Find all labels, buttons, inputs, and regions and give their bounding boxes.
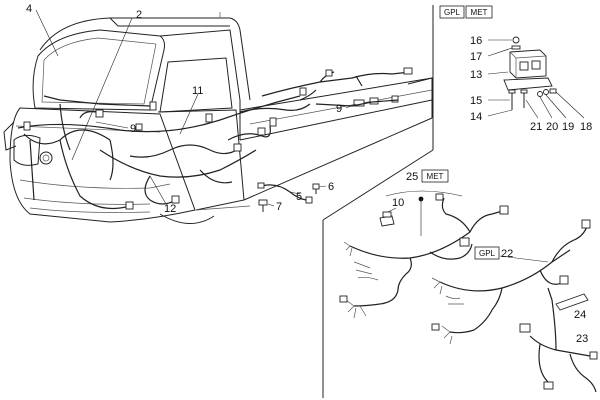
gpl-tag-22-text: GPL: [479, 249, 496, 258]
callout-13: 13: [470, 69, 482, 81]
callout-23: 23: [576, 333, 588, 345]
met-tag-inset-text: MET: [471, 8, 488, 17]
vehicle-leaders: [35, 9, 357, 207]
harness-22-gpl: GPL: [431, 219, 591, 345]
callout-20: 20: [546, 121, 558, 133]
met-tag-inset: [465, 5, 493, 19]
callout-12: 12: [164, 203, 176, 215]
relay-inset: GPL MET: [439, 5, 585, 119]
callout-18: 18: [580, 121, 592, 133]
callout-19: 19: [562, 121, 574, 133]
gpl-tag-22: [474, 246, 500, 260]
callout-17: 17: [470, 51, 482, 63]
callout-22: 22: [501, 248, 513, 260]
vehicle-cab: [3, 12, 433, 224]
callout-11: 11: [192, 85, 203, 97]
callout-21: 21: [530, 121, 542, 133]
main-harness: [17, 67, 413, 210]
gpl-tag-inset: [439, 5, 465, 19]
gpl-tag-inset-text: GPL: [444, 8, 461, 17]
callout-14: 14: [470, 111, 482, 123]
callout-5: 5: [296, 191, 302, 203]
loose-parts-5-6-7: [257, 182, 320, 212]
callout-6: 6: [328, 181, 334, 193]
callout-10: 10: [392, 197, 404, 209]
harness-25-met: MET: [339, 169, 509, 319]
callout-4: 4: [26, 3, 32, 15]
callout-16: 16: [470, 35, 482, 47]
part-24-23: [519, 287, 598, 393]
callout-7: 7: [276, 201, 282, 213]
met-tag-25: [421, 169, 449, 183]
met-tag-25-text: MET: [427, 172, 444, 181]
callout-9-left: 9: [130, 123, 136, 135]
callout-2: 2: [136, 9, 142, 21]
callout-labels: 4 2 11 9 9 12 5 6 7 16 17 13 15 14 21 20…: [26, 3, 592, 345]
callout-25: 25: [406, 171, 418, 183]
callout-15: 15: [470, 95, 482, 107]
callout-24: 24: [574, 309, 586, 321]
inset-frame: [322, 5, 434, 398]
callout-9-right: 9: [336, 103, 342, 115]
